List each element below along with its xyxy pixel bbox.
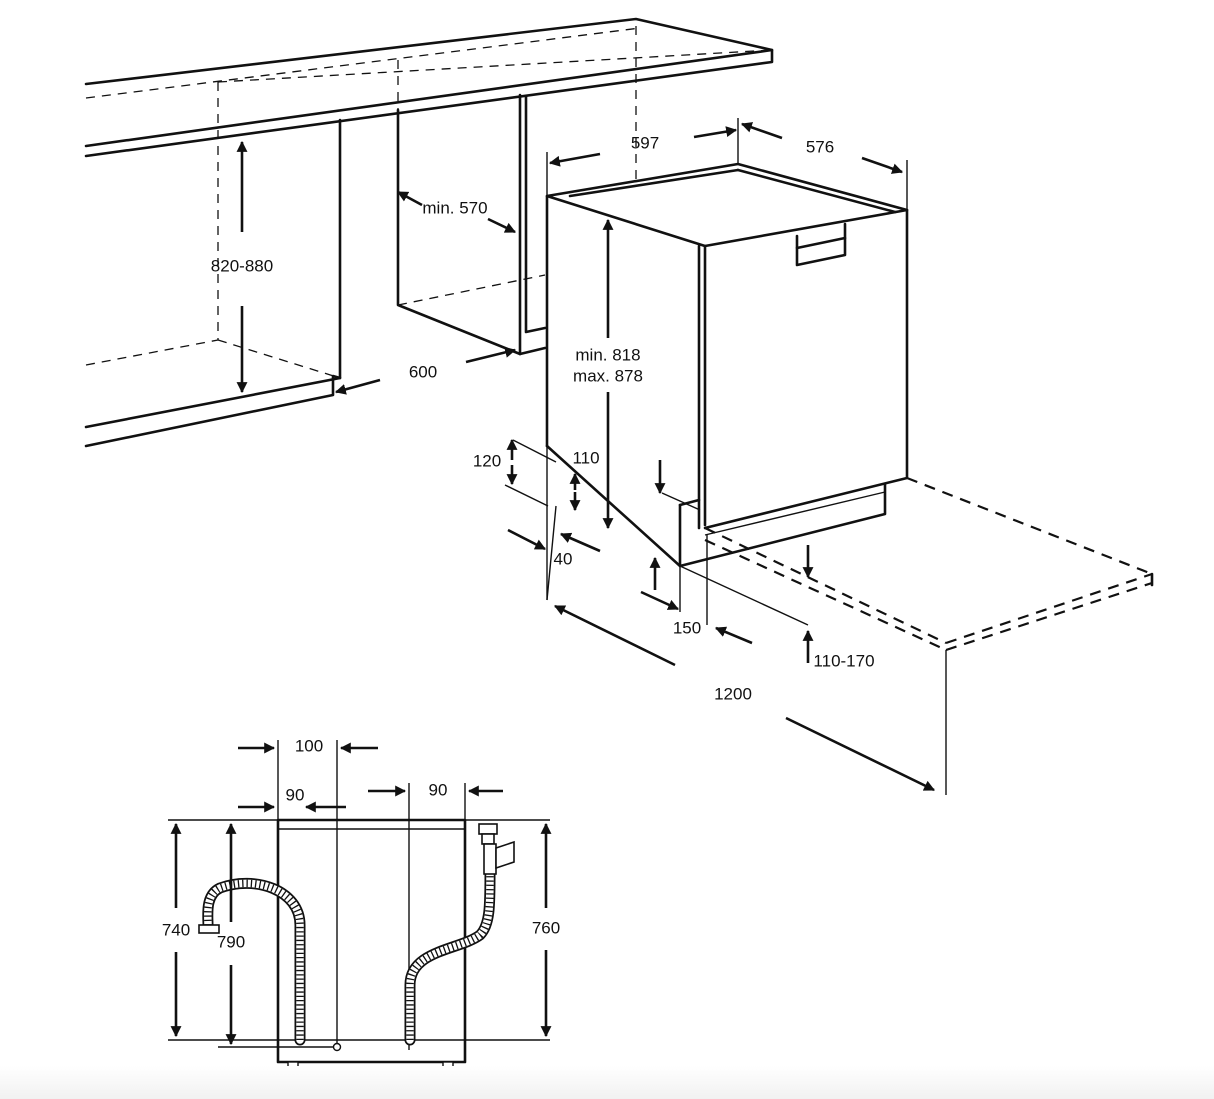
appliance-height-min-label: min. 818 [575, 345, 640, 364]
countertop [84, 17, 774, 185]
plinth-110-label: 110 [572, 448, 599, 467]
rear-height-760-label: 760 [532, 918, 560, 937]
rear-gap-100-label: 100 [295, 736, 323, 755]
niche-back-panel [396, 60, 546, 356]
rear-height-740-label: 740 [162, 920, 190, 939]
dishwasher-body [545, 162, 909, 568]
offset-150-label: 150 [673, 618, 701, 637]
rear-left-90-label: 90 [286, 785, 305, 804]
dishwasher-handle [795, 222, 847, 267]
appliance-width-label: 597 [631, 133, 659, 152]
drain-hose [198, 877, 306, 1046]
appliance-height-max-label: max. 878 [573, 366, 643, 385]
offset-40-label: 40 [554, 549, 573, 568]
niche-depth-label: min. 570 [422, 198, 487, 217]
plinth-range-label: 110-170 [813, 651, 874, 670]
rear-height-790-label: 790 [217, 932, 245, 951]
rear-dimension-arrows [170, 742, 552, 1046]
extension-lines [504, 118, 947, 795]
plinth-120-label: 120 [473, 451, 501, 470]
door-open-depth-label: 1200 [714, 684, 752, 703]
niche-width-label: 600 [409, 362, 437, 381]
niche-cabinet-left [84, 82, 342, 448]
rear-right-90-label: 90 [429, 780, 448, 799]
rear-dimension-labels: 100 90 90 740 790 760 [162, 736, 560, 951]
rear-view-cabinet [276, 818, 467, 1068]
niche-height-label: 820-880 [211, 256, 273, 275]
dimension-labels: 820-880 min. 570 600 597 576 min. 818 ma… [211, 133, 875, 703]
inlet-hose [404, 823, 515, 1046]
dimension-arrows [236, 122, 935, 792]
niche-cabinet-right [518, 93, 547, 356]
appliance-depth-label: 576 [806, 137, 834, 156]
open-door-outline [704, 476, 1154, 652]
bottom-shadow-band [0, 1066, 1214, 1099]
